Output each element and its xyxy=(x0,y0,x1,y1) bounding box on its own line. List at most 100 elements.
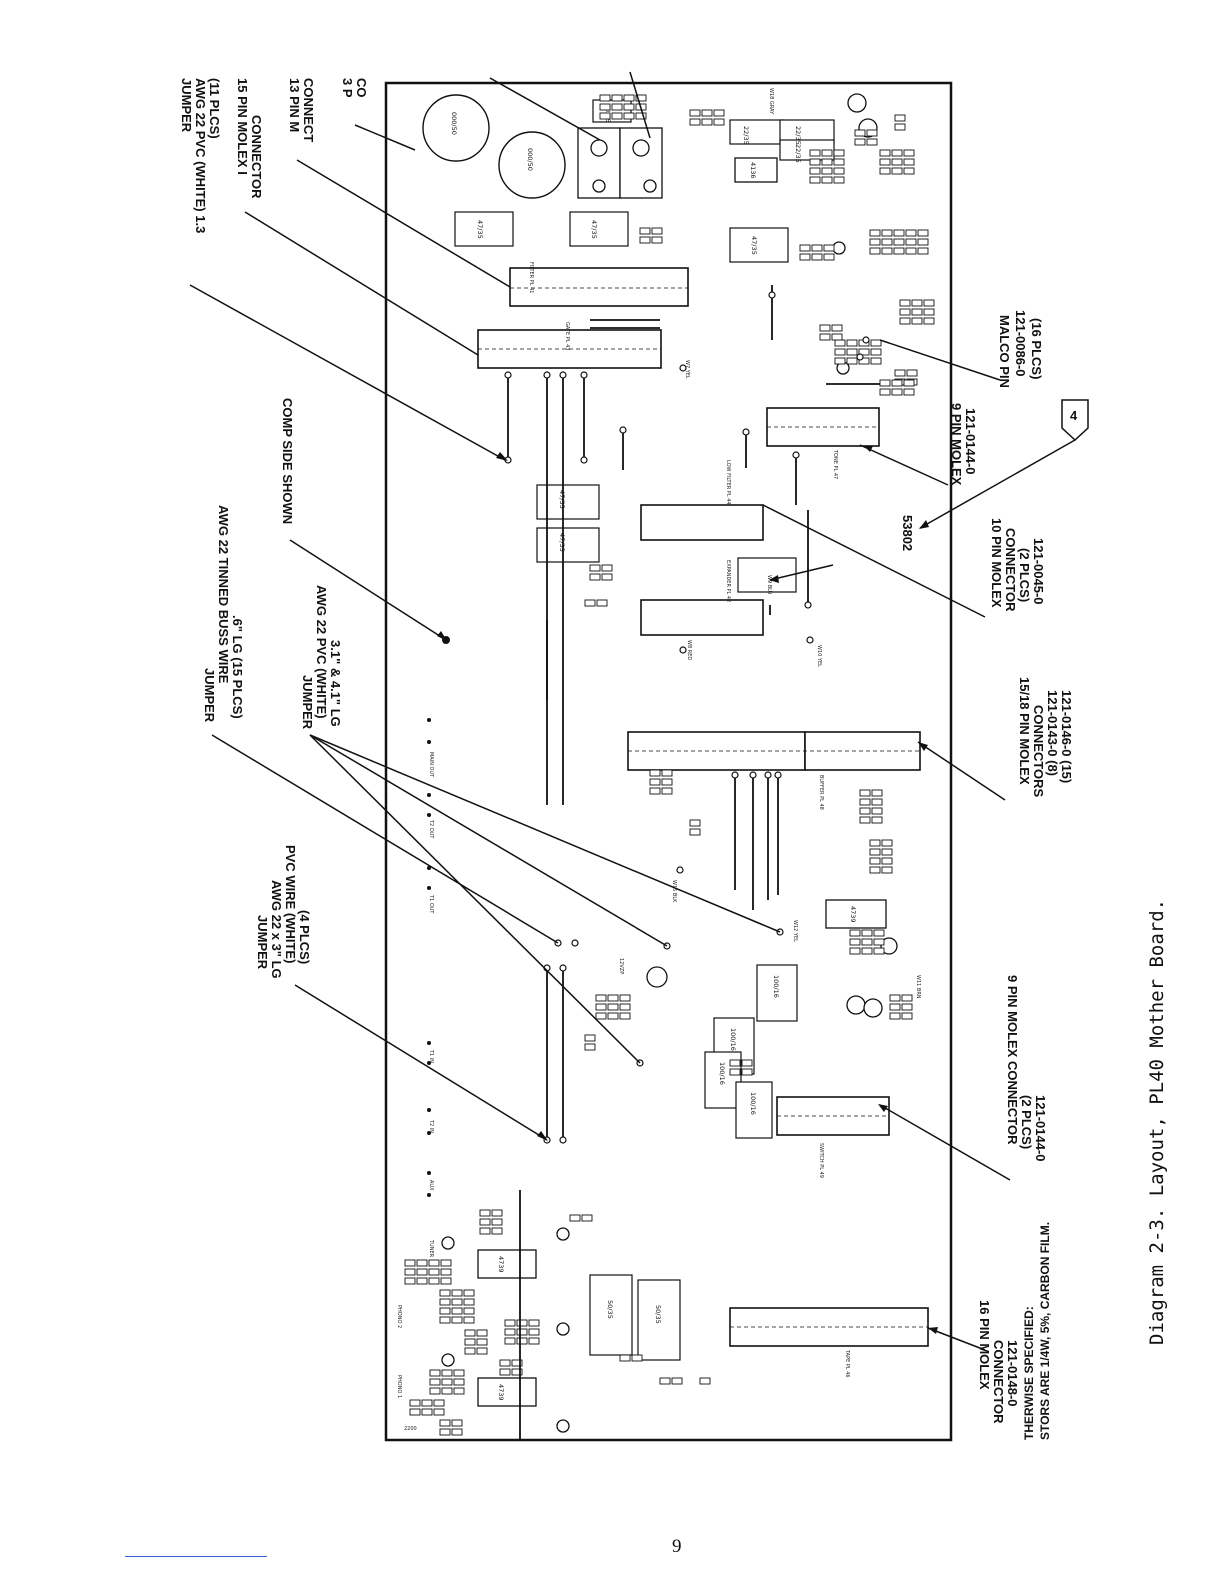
jack-t2-out: T2 OUT xyxy=(428,819,434,839)
resistor xyxy=(599,94,611,102)
resistor xyxy=(903,158,915,166)
resistor xyxy=(409,1408,421,1416)
resistor xyxy=(569,1214,581,1222)
resistor xyxy=(821,176,833,184)
resistor xyxy=(869,866,881,874)
resistor xyxy=(453,1378,465,1386)
resistor xyxy=(439,1428,451,1436)
ic-u4: 4136 xyxy=(749,162,757,179)
resistor xyxy=(879,149,891,157)
wire-w7: W7 YEL xyxy=(684,360,690,379)
resistor xyxy=(859,798,871,806)
page-number: 9 xyxy=(672,1536,682,1557)
resistor xyxy=(866,129,878,137)
resistor xyxy=(491,1218,503,1226)
cap-c7-value: 47/35 xyxy=(558,533,566,552)
callout-molex15-2: CONNECTOR xyxy=(249,115,264,199)
resistor xyxy=(923,299,935,307)
resistor xyxy=(491,1227,503,1235)
resistor xyxy=(869,839,881,847)
jack-main-out: MAIN OUT xyxy=(428,752,434,778)
resistor xyxy=(871,816,883,824)
jack-pad xyxy=(427,813,431,817)
flag-number: 4 xyxy=(1070,408,1078,423)
resistor xyxy=(463,1307,475,1315)
resistor xyxy=(699,1377,711,1385)
connector-expander xyxy=(640,599,764,636)
resistor xyxy=(819,324,831,332)
jack-pad xyxy=(427,718,431,722)
resistor xyxy=(891,379,903,387)
resistor xyxy=(409,1399,421,1407)
ic-packages xyxy=(477,157,887,1407)
resistor xyxy=(451,1316,463,1324)
resistor xyxy=(635,112,647,120)
resistor xyxy=(893,238,905,246)
resistor xyxy=(451,1307,463,1315)
jack-pad xyxy=(427,1193,431,1197)
resistor xyxy=(861,947,873,955)
resistor xyxy=(584,599,596,607)
resistor xyxy=(854,129,866,137)
callout-molex10-4: 121-0045-0 xyxy=(1031,538,1046,605)
resistor xyxy=(404,1259,416,1267)
resistor xyxy=(871,789,883,797)
resistor xyxy=(661,778,673,786)
resistor xyxy=(901,1012,913,1020)
wire-w11: W11 BRN xyxy=(915,975,921,999)
callout-white4-4: (4 PLCS) xyxy=(297,910,312,964)
callout-buss-2: AWG 22 TINNED BUSS WIRE xyxy=(216,505,231,684)
resistor xyxy=(741,1059,753,1067)
resistor xyxy=(869,848,881,856)
resistor xyxy=(821,167,833,175)
resistor xyxy=(849,938,861,946)
jack-tuner: TUNER xyxy=(428,1239,434,1258)
resistor xyxy=(428,1277,440,1285)
resistor xyxy=(729,1068,741,1076)
callout-white31-1: JUMPER xyxy=(300,675,315,730)
resistor xyxy=(619,1012,631,1020)
resistor xyxy=(584,1034,596,1042)
callout-white4-1: JUMPER xyxy=(255,915,270,970)
resistor xyxy=(516,1337,528,1345)
resistor xyxy=(881,238,893,246)
resistor xyxy=(899,317,911,325)
resistor xyxy=(911,299,923,307)
footer-rule xyxy=(125,1556,267,1557)
resistor xyxy=(861,938,873,946)
resistor xyxy=(879,388,891,396)
resistor xyxy=(889,1003,901,1011)
resistor xyxy=(729,1059,741,1067)
resistor xyxy=(849,929,861,937)
callout-molex9b-2: (2 PLCS) xyxy=(1019,1095,1034,1149)
jack-pads xyxy=(427,718,431,1197)
jack-t1-out: T1 OUT xyxy=(428,894,434,914)
resistor xyxy=(511,1359,523,1367)
callout-molex10-1: 10 PIN MOLEX xyxy=(989,518,1004,608)
resistor xyxy=(689,819,701,827)
resistor xyxy=(834,357,846,365)
resistor xyxy=(451,1419,463,1427)
resistor xyxy=(894,369,906,377)
callout-white31-2: AWG 22 PVC (WHITE) xyxy=(314,585,329,719)
resistor xyxy=(917,229,929,237)
resistor xyxy=(453,1369,465,1377)
resistor xyxy=(881,848,893,856)
resistor xyxy=(599,112,611,120)
callout-molex1518-1: 15/18 PIN MOLEX xyxy=(1017,677,1032,785)
cap-c4-value: 47/35 xyxy=(590,220,598,239)
resistor xyxy=(511,1368,523,1376)
resistor xyxy=(661,787,673,795)
resistor xyxy=(439,1298,451,1306)
jack-t2-in: T2 IN xyxy=(428,1119,434,1133)
resistor xyxy=(451,1428,463,1436)
leader-lines xyxy=(189,71,1076,1351)
resistor xyxy=(440,1268,452,1276)
resistor xyxy=(879,379,891,387)
ic-u3: 4739 xyxy=(849,906,857,923)
tape-label: TAPE PL 46 xyxy=(844,1349,850,1378)
resistor xyxy=(701,109,713,117)
resistor xyxy=(811,253,823,261)
resistor xyxy=(429,1387,441,1395)
resistor xyxy=(901,1003,913,1011)
